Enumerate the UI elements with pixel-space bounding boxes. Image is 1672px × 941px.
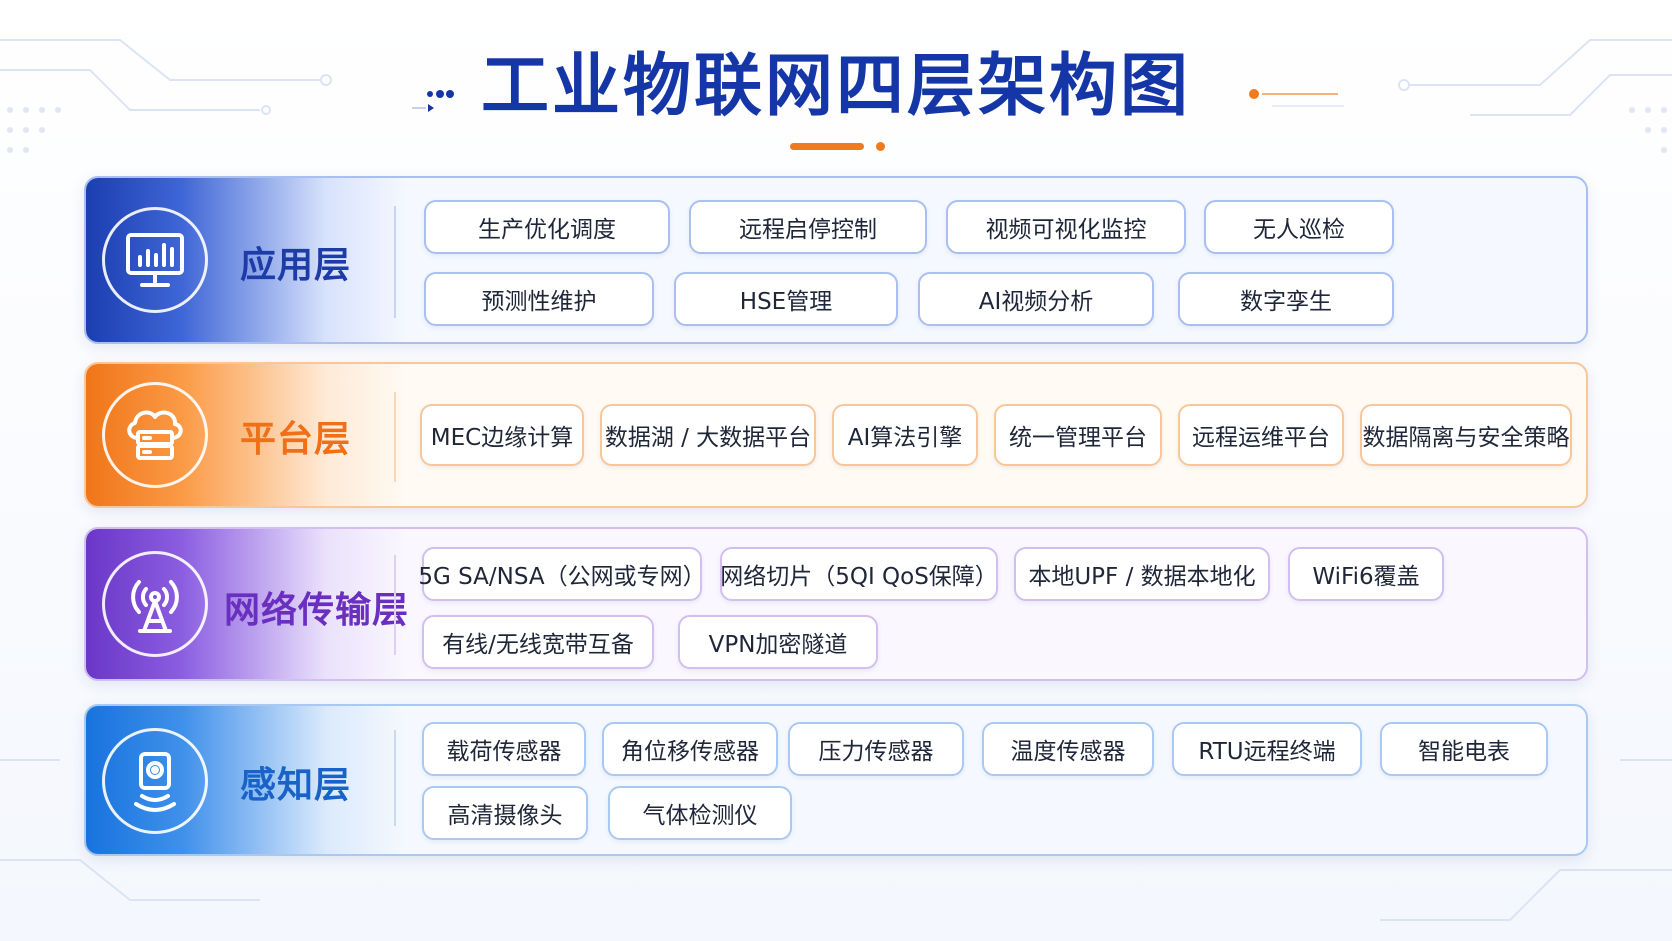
layer-divider bbox=[394, 730, 396, 826]
chip-item: 远程启停控制 bbox=[689, 200, 927, 254]
layer-name: 应用层 bbox=[240, 245, 352, 286]
layer-divider bbox=[394, 392, 396, 482]
chip-item: 预测性维护 bbox=[424, 272, 654, 326]
chip-item: RTU远程终端 bbox=[1172, 722, 1362, 776]
layer-name: 感知层 bbox=[240, 765, 352, 806]
monitor-chart-icon bbox=[102, 207, 208, 313]
chip-item: VPN加密隧道 bbox=[678, 615, 878, 669]
layer-name: 平台层 bbox=[240, 419, 352, 460]
chip-item: AI算法引擎 bbox=[832, 404, 978, 466]
chip-item: MEC边缘计算 bbox=[420, 404, 584, 466]
layer-platform: 平台层 MEC边缘计算 数据湖 / 大数据平台 AI算法引擎 统一管理平台 远程… bbox=[84, 362, 1588, 508]
chip-item: 视频可视化监控 bbox=[946, 200, 1186, 254]
layer-name: 网络传输层 bbox=[224, 590, 410, 631]
chip-item: 统一管理平台 bbox=[994, 404, 1162, 466]
chip-item: 载荷传感器 bbox=[422, 722, 586, 776]
chip-item: 温度传感器 bbox=[982, 722, 1154, 776]
sensor-device-icon bbox=[102, 728, 208, 834]
chip-item: 压力传感器 bbox=[788, 722, 964, 776]
chip-item: 高清摄像头 bbox=[422, 786, 588, 840]
chip-item: 本地UPF / 数据本地化 bbox=[1014, 547, 1270, 601]
page-title: 工业物联网四层架构图 bbox=[480, 47, 1191, 126]
chip-item: WiFi6覆盖 bbox=[1288, 547, 1444, 601]
chip-item: 无人巡检 bbox=[1204, 200, 1394, 254]
chip-item: 生产优化调度 bbox=[424, 200, 670, 254]
chip-item: AI视频分析 bbox=[918, 272, 1154, 326]
layer-network: 网络传输层 5G SA/NSA（公网或专网） 网络切片（5QI QoS保障） 本… bbox=[84, 527, 1588, 681]
signal-tower-icon bbox=[102, 551, 208, 657]
layer-divider bbox=[394, 555, 396, 655]
chip-item: 有线/无线宽带互备 bbox=[422, 615, 654, 669]
chip-item: HSE管理 bbox=[674, 272, 898, 326]
title-right-decoration bbox=[1249, 89, 1344, 107]
chip-item: 智能电表 bbox=[1380, 722, 1548, 776]
title-underline-dot bbox=[876, 142, 885, 151]
chip-item: 远程运维平台 bbox=[1178, 404, 1344, 466]
chip-item: 5G SA/NSA（公网或专网） bbox=[418, 547, 706, 601]
layer-divider bbox=[394, 206, 396, 318]
layer-application: 应用层 生产优化调度 远程启停控制 视频可视化监控 无人巡检 预测性维护 HSE… bbox=[84, 176, 1588, 344]
layer-sensing: 感知层 载荷传感器 角位移传感器 压力传感器 温度传感器 RTU远程终端 智能电… bbox=[84, 704, 1588, 856]
chip-item: 数据湖 / 大数据平台 bbox=[600, 404, 816, 466]
chip-item: 数字孪生 bbox=[1178, 272, 1394, 326]
chip-item: 网络切片（5QI QoS保障） bbox=[720, 547, 998, 601]
cloud-server-icon bbox=[102, 382, 208, 488]
title-left-decoration bbox=[412, 90, 454, 112]
chip-item: 角位移传感器 bbox=[602, 722, 778, 776]
chip-item: 气体检测仪 bbox=[608, 786, 792, 840]
title-underline bbox=[790, 143, 864, 150]
chip-item: 数据隔离与安全策略 bbox=[1360, 404, 1572, 466]
